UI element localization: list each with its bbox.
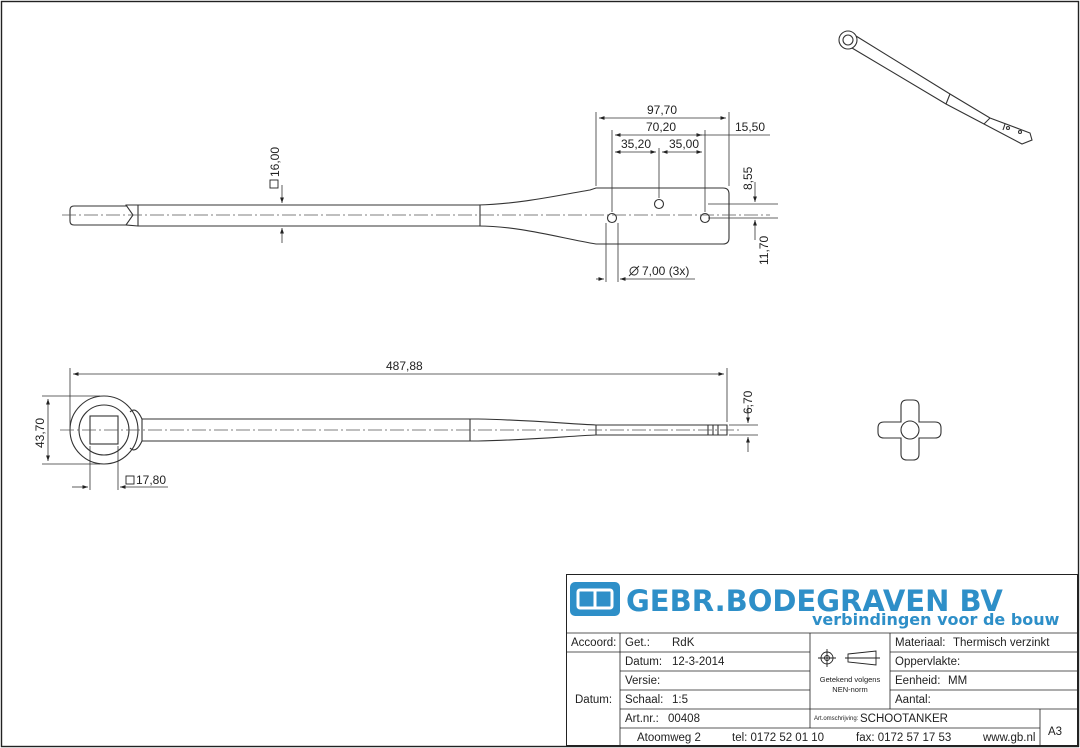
date-value: 12-3-2014 [672, 656, 725, 668]
company-logo [570, 582, 620, 616]
svg-text:7,00 (3x): 7,00 (3x) [642, 264, 689, 278]
dim-top-hole-span: 70,20 [646, 120, 676, 134]
end-view [877, 399, 942, 461]
datum-label: Datum: [575, 694, 612, 706]
dim-hole-diameter: 7,00 (3x) [628, 264, 689, 278]
hole-1 [606, 212, 618, 224]
dim-side-ring-height: 43,70 [33, 418, 47, 448]
schaal-value: 1:5 [672, 694, 688, 706]
artomschrijving-label: Art.omschrijving: [814, 716, 859, 722]
versie-label: Versie: [625, 675, 660, 687]
dim-top-hole-b: 35,00 [669, 137, 699, 151]
dim-top-vertical-a: 8,55 [741, 166, 755, 190]
top-anchor-outline [69, 187, 730, 245]
title-block: GEBR.BODEGRAVEN BV verbindingen voor de … [566, 574, 1078, 746]
top-view [62, 187, 770, 245]
address: Atoomweg 2 [637, 732, 701, 744]
eenheid-label: Eenheid: [895, 675, 940, 687]
artnr-value: 00408 [668, 713, 700, 725]
materiaal-label: Materiaal: [895, 637, 946, 649]
svg-text:16,00: 16,00 [268, 147, 282, 177]
projection-symbol-icon [818, 649, 880, 667]
schaal-label: Schaal: [625, 694, 663, 706]
dim-top-shaft-square: 16,00 [268, 147, 282, 189]
get-value: RdK [672, 637, 695, 649]
dim-top-overall-width: 97,70 [647, 103, 677, 117]
artnr-label: Art.nr.: [625, 713, 659, 725]
dim-side-overall-length: 487,88 [386, 359, 423, 373]
telephone: tel: 0172 52 01 10 [732, 732, 824, 744]
dim-top-vertical-b: 11,70 [757, 236, 771, 265]
sheet-size: A3 [1048, 726, 1062, 738]
website: www.gb.nl [982, 732, 1035, 744]
aantal-label: Aantal: [895, 694, 931, 706]
dim-side-square: 17,80 [125, 473, 166, 487]
materiaal-value: Thermisch verzinkt [953, 637, 1050, 649]
company-name: GEBR.BODEGRAVEN BV [626, 584, 1003, 618]
oppervlakte-label: Oppervlakte: [895, 656, 960, 668]
top-dimension-lines [280, 112, 778, 282]
fax: fax: 0172 57 17 53 [856, 732, 951, 744]
svg-text:17,80: 17,80 [136, 473, 166, 487]
norm-line-1: Getekend volgens [820, 675, 881, 684]
side-view [60, 395, 740, 465]
hole-2 [653, 198, 665, 210]
company-tagline: verbindingen voor de bouw [812, 610, 1060, 629]
eenheid-value: MM [948, 675, 967, 687]
dim-side-plate-thickness: 6,70 [741, 390, 755, 414]
artomschrijving-value: SCHOOTANKER [860, 713, 948, 725]
norm-line-2: NEN-norm [832, 685, 867, 694]
side-dimension-lines [42, 368, 758, 490]
dim-top-hole-a: 35,20 [621, 137, 651, 151]
accoord-label: Accoord: [571, 637, 616, 649]
dim-top-right-offset: 15,50 [735, 120, 765, 134]
isometric-view [838, 30, 1033, 145]
get-label: Get.: [625, 637, 650, 649]
date-label: Datum: [625, 656, 662, 668]
